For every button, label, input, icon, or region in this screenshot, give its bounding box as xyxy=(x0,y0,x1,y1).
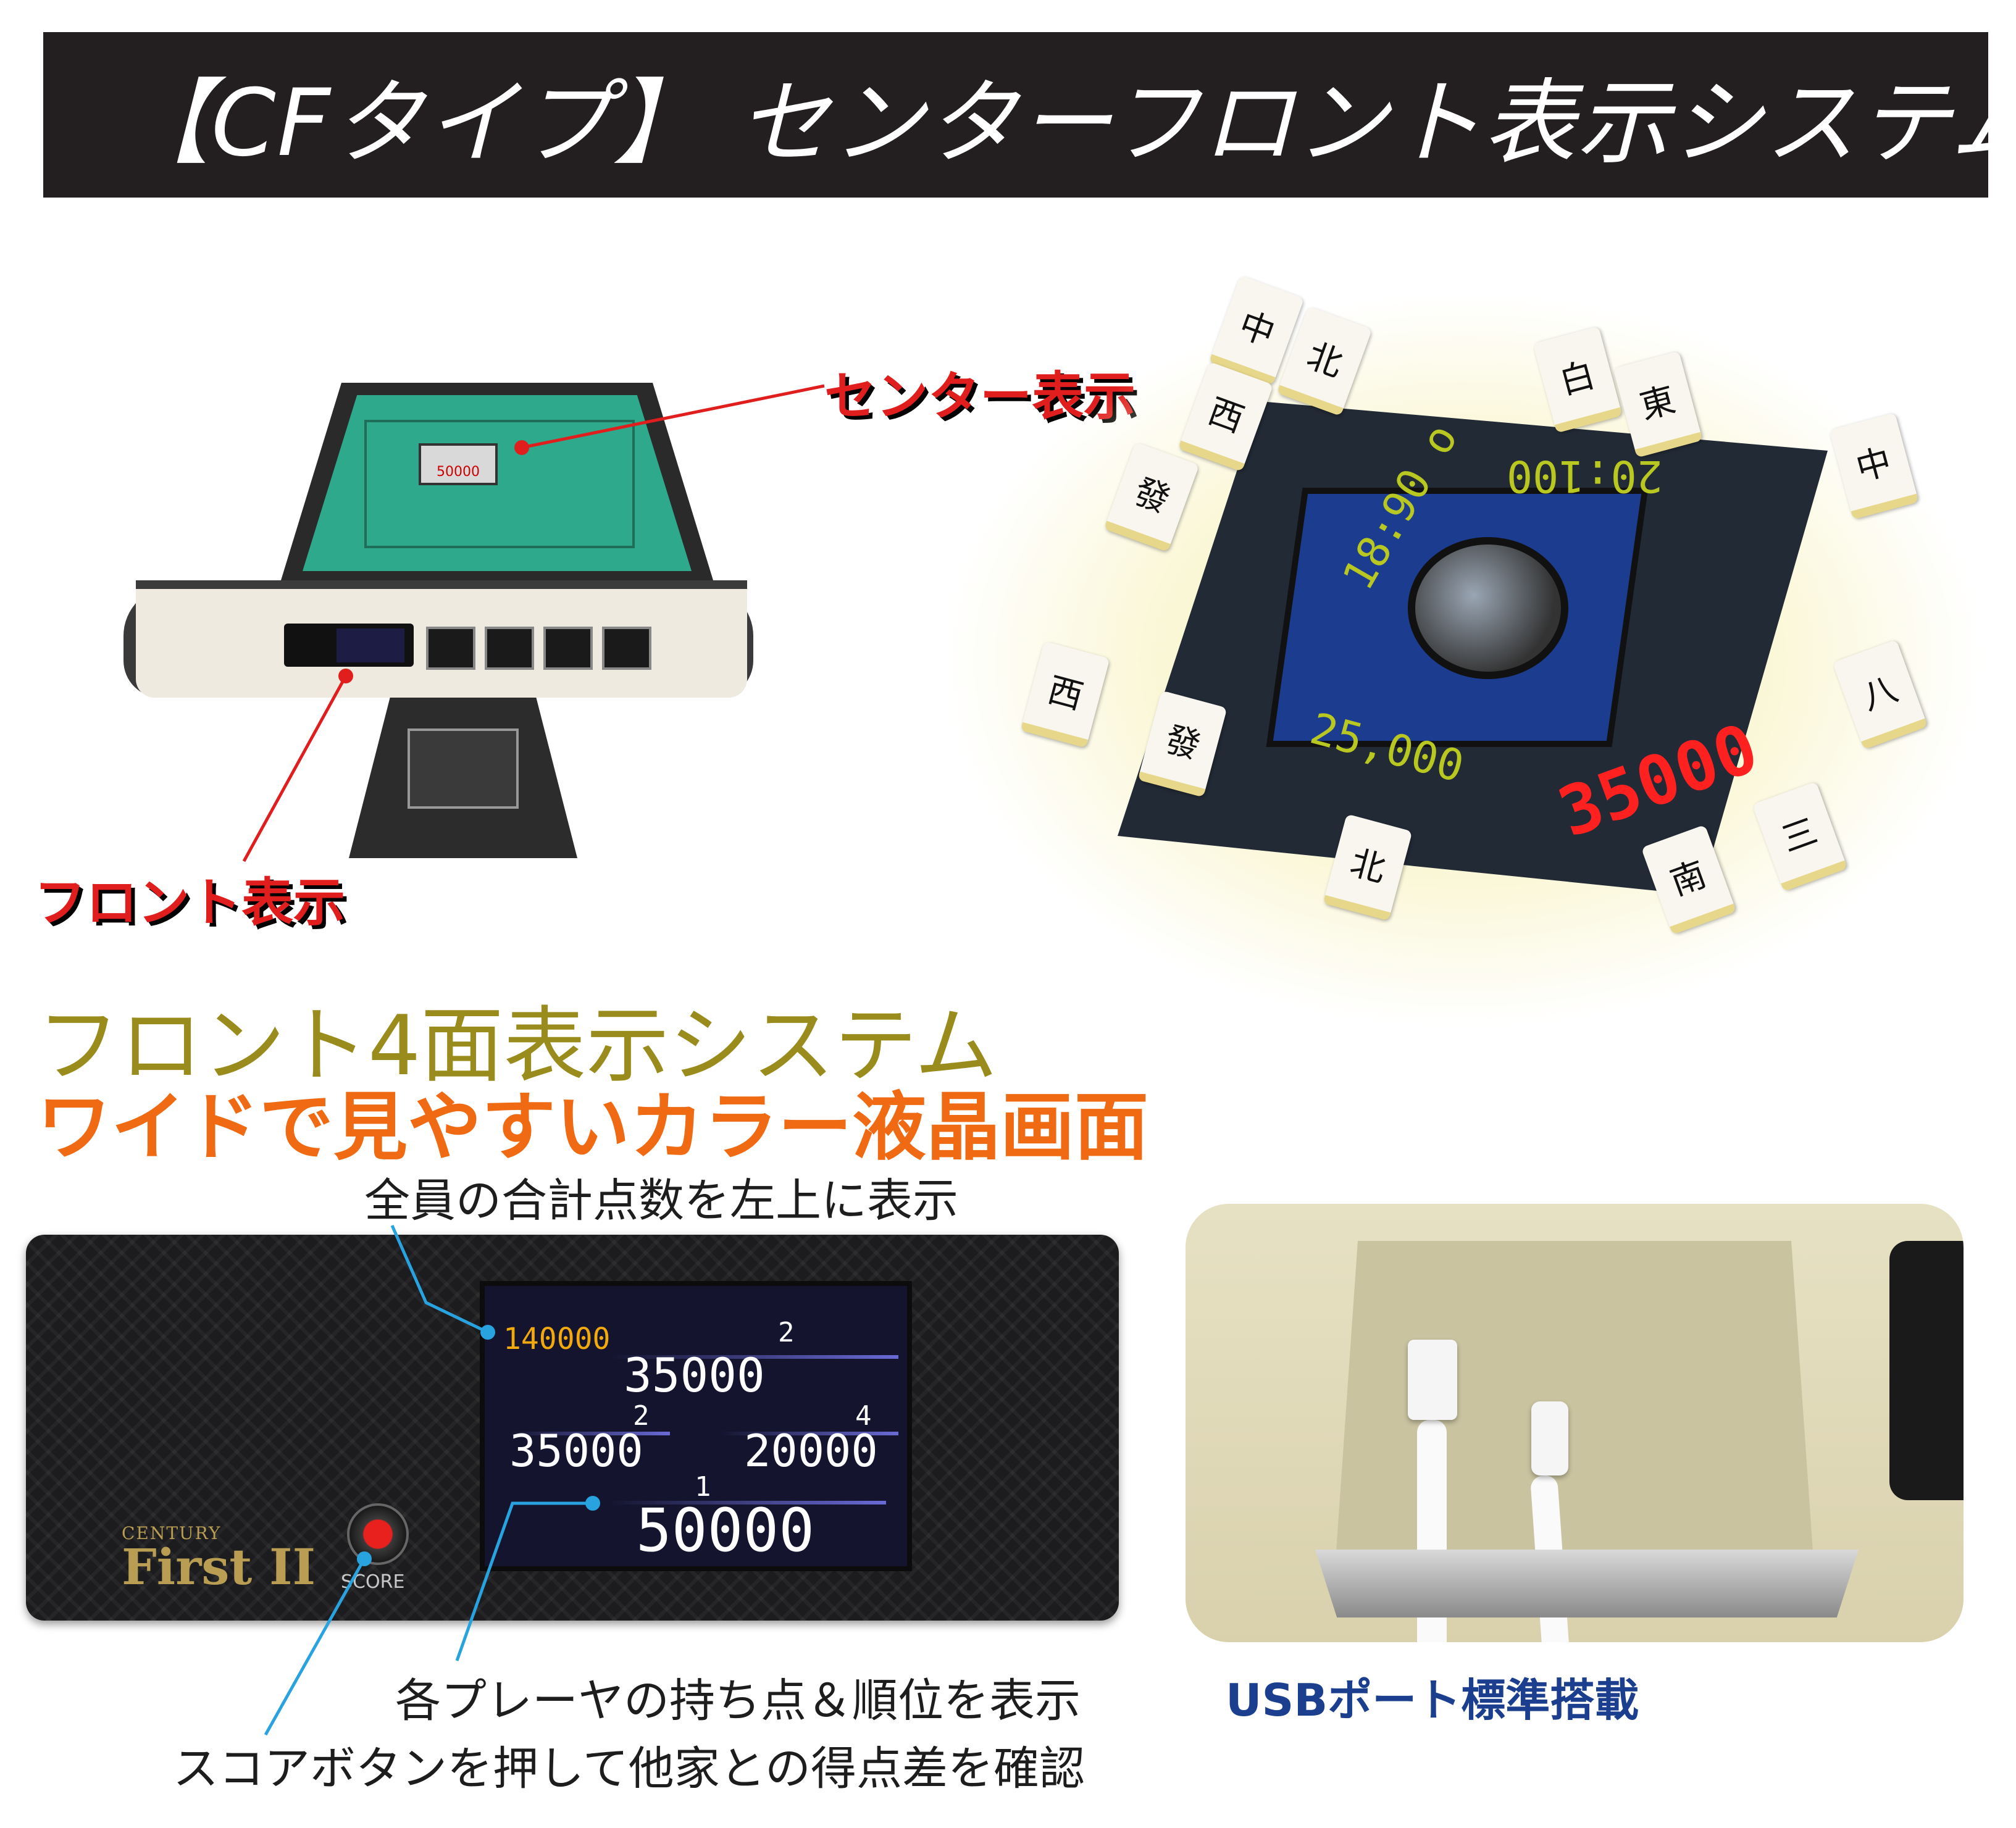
usb-port-photo xyxy=(1186,1204,1964,1642)
lcd-rank: 2 xyxy=(778,1317,795,1348)
lcd-screen: 140000 2 35000 2 35000 4 20000 1 50000 xyxy=(480,1281,912,1571)
score-button[interactable] xyxy=(347,1503,409,1565)
seg-display-north: 20:100 xyxy=(1507,451,1663,501)
lcd-total-score: 140000 xyxy=(503,1322,611,1356)
lcd-player-score: 20000 xyxy=(744,1425,878,1477)
table-stand-column xyxy=(408,728,519,809)
note-player-scores: 各プレーヤの持ち点＆順位を表示 xyxy=(395,1674,1081,1727)
lcd-player-score: 35000 xyxy=(624,1348,765,1403)
table-center-display: 50000 xyxy=(419,443,498,485)
brand-small-text: CENTURY xyxy=(122,1523,222,1543)
score-button-label: SCORE xyxy=(341,1571,405,1593)
page-title: 【CFタイプ】 センターフロント表示システム xyxy=(117,69,2016,177)
dice-dome xyxy=(1408,537,1568,679)
lcd-divider xyxy=(608,1355,898,1359)
headline-front-display: フロント4面表示システム xyxy=(37,998,998,1094)
lcd-rank: 2 xyxy=(633,1400,650,1432)
lcd-divider xyxy=(509,1432,670,1435)
table-drawer xyxy=(602,627,651,670)
header-bar: 【CFタイプ】 センターフロント表示システム xyxy=(43,32,2016,198)
lcd-player-score: 50000 xyxy=(636,1496,814,1565)
usb-caption: USBポート標準搭載 xyxy=(1226,1674,1639,1726)
front-display-callout: フロント表示 xyxy=(34,872,346,933)
front-display-panel: 140000 2 35000 2 35000 4 20000 1 50000 C… xyxy=(26,1235,1119,1621)
note-total-score: 全員の合計点数を左上に表示 xyxy=(364,1174,958,1227)
lcd-player-score: 35000 xyxy=(509,1425,643,1477)
table-center-display-value: 50000 xyxy=(437,464,480,480)
lcd-divider xyxy=(608,1501,886,1505)
lcd-divider xyxy=(719,1432,898,1435)
lcd-rank: 4 xyxy=(855,1400,872,1432)
usb-a-plug xyxy=(1408,1340,1457,1420)
headline-lcd: ワイドで見やすいカラー液晶画面 xyxy=(37,1085,1148,1171)
century-first-logo: CENTURY First II xyxy=(122,1525,316,1592)
table-drawer xyxy=(426,627,475,670)
table-drawer xyxy=(485,627,534,670)
table-drawer xyxy=(543,627,593,670)
table-felt-lines xyxy=(364,420,635,548)
usb-c-plug xyxy=(1531,1401,1568,1475)
automatic-table-photo: 18:90 o 20:100 25,000 35000 中 北 西 發 白 東 … xyxy=(914,265,2013,1050)
front-panel-edge xyxy=(1889,1241,1964,1500)
lcd-rank: 1 xyxy=(695,1471,711,1503)
note-score-button: スコアボタンを押して他家との得点差を確認 xyxy=(173,1742,1085,1795)
brand-big-text: First II xyxy=(122,1538,316,1596)
table-photo: 50000 xyxy=(123,383,753,864)
table-front-screen xyxy=(337,628,404,662)
metal-plate xyxy=(1315,1550,1859,1617)
usb-bay-recess xyxy=(1334,1241,1815,1587)
